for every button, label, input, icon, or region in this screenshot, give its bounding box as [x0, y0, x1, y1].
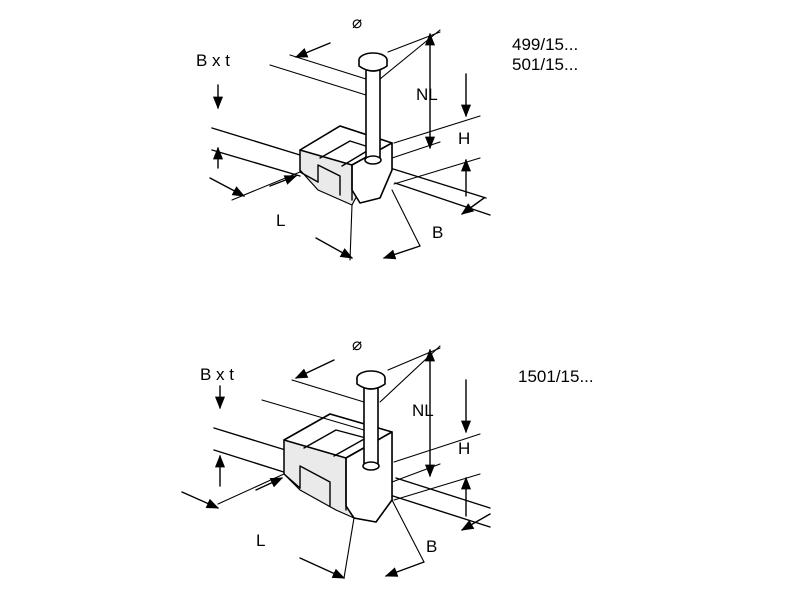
length-label: L: [276, 211, 285, 230]
dim-width-top: B: [315, 189, 485, 261]
article-code-2: 501/15...: [512, 55, 578, 74]
width-label: B: [426, 537, 437, 556]
nail-length-label: NL: [416, 85, 438, 104]
dim-width-thickness-top: B x t: [196, 51, 230, 169]
nail-bottom: [356, 370, 386, 471]
dim-width-bottom: B: [299, 499, 491, 579]
article-code-1: 499/15...: [512, 35, 578, 54]
nail-top: [358, 52, 388, 165]
figure-bottom: ⌀ B x t NL H L: [181, 335, 594, 579]
flat-cable-top: [211, 127, 491, 216]
height-label: H: [458, 129, 470, 148]
dim-diameter-top: ⌀: [269, 13, 441, 96]
width-thickness-label: B x t: [196, 51, 230, 70]
nail-length-label: NL: [412, 401, 434, 420]
length-label: L: [256, 531, 265, 550]
dim-width-thickness-bottom: B x t: [200, 365, 234, 487]
dim-nail-length-bottom: NL: [387, 347, 441, 483]
dim-length-top: L: [209, 171, 301, 230]
diameter-label: ⌀: [352, 13, 362, 32]
dim-nail-length-top: NL: [387, 31, 441, 159]
article-code-1: 1501/15...: [518, 367, 594, 386]
dim-diameter-bottom: ⌀: [261, 335, 441, 431]
width-thickness-label: B x t: [200, 365, 234, 384]
width-label: B: [432, 223, 443, 242]
dim-length-bottom: L: [181, 473, 285, 550]
figure-top: ⌀ B x t NL H L: [196, 13, 578, 261]
height-label: H: [458, 439, 470, 458]
dim-height-bottom: H: [393, 379, 481, 517]
dim-height-top: H: [393, 73, 481, 197]
flat-cable-bottom: [213, 427, 491, 528]
diameter-label: ⌀: [352, 335, 362, 354]
